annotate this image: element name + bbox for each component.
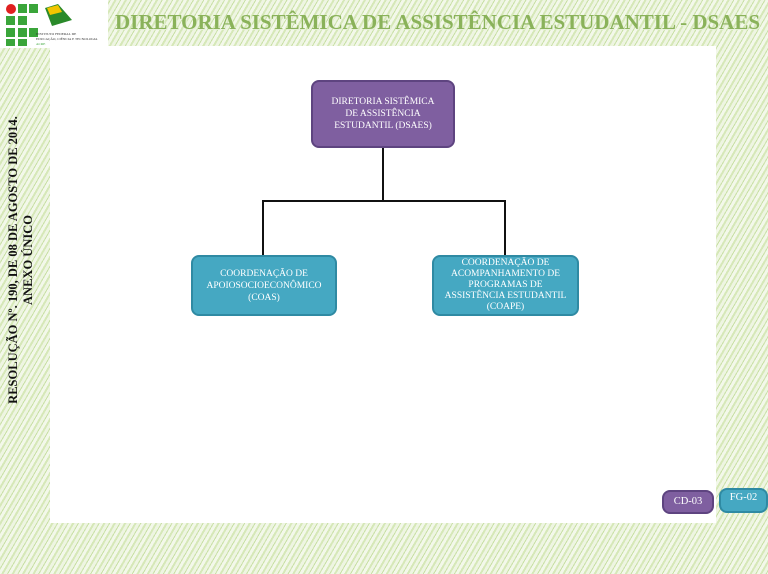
resolution-line: RESOLUÇÃO Nº. 190, DE 08 DE AGOSTO DE 20… [6, 116, 20, 404]
svg-text:INSTITUTO FEDERAL DE: INSTITUTO FEDERAL DE [36, 32, 76, 36]
legend-label: FG-02 [729, 492, 758, 503]
node-label: COORDENAÇÃO DE ACOMPANHAMENTO DE PROGRAM… [444, 258, 567, 312]
legend-fg: FG-02 [719, 488, 768, 513]
resolution-caption: RESOLUÇÃO Nº. 190, DE 08 DE AGOSTO DE 20… [6, 80, 36, 440]
svg-text:ACRE: ACRE [36, 42, 45, 46]
connector-line [504, 200, 506, 256]
svg-text:EDUCAÇÃO, CIÊNCIA E TECNOLOGIA: EDUCAÇÃO, CIÊNCIA E TECNOLOGIA [36, 36, 98, 42]
org-node-coas: COORDENAÇÃO DE APOIOSOCIOECONÔMICO (COAS… [191, 255, 337, 316]
connector-line [262, 200, 506, 202]
node-label: COORDENAÇÃO DE APOIOSOCIOECONÔMICO (COAS… [206, 268, 322, 303]
page-title: DIRETORIA SISTÊMICA DE ASSISTÊNCIA ESTUD… [115, 10, 761, 34]
org-node-coape: COORDENAÇÃO DE ACOMPANHAMENTO DE PROGRAM… [432, 255, 579, 316]
node-label: DIRETORIA SISTÊMICA DE ASSISTÊNCIA ESTUD… [331, 97, 435, 131]
connector-line [262, 200, 264, 256]
legend-label: CD-03 [673, 496, 703, 507]
institution-logo: INSTITUTO FEDERAL DE EDUCAÇÃO, CIÊNCIA E… [0, 0, 108, 48]
org-node-dsaes: DIRETORIA SISTÊMICA DE ASSISTÊNCIA ESTUD… [311, 80, 455, 148]
connector-line [382, 148, 384, 202]
legend-cd: CD-03 [662, 490, 714, 514]
annex-line: ANEXO ÚNICO [21, 215, 35, 305]
